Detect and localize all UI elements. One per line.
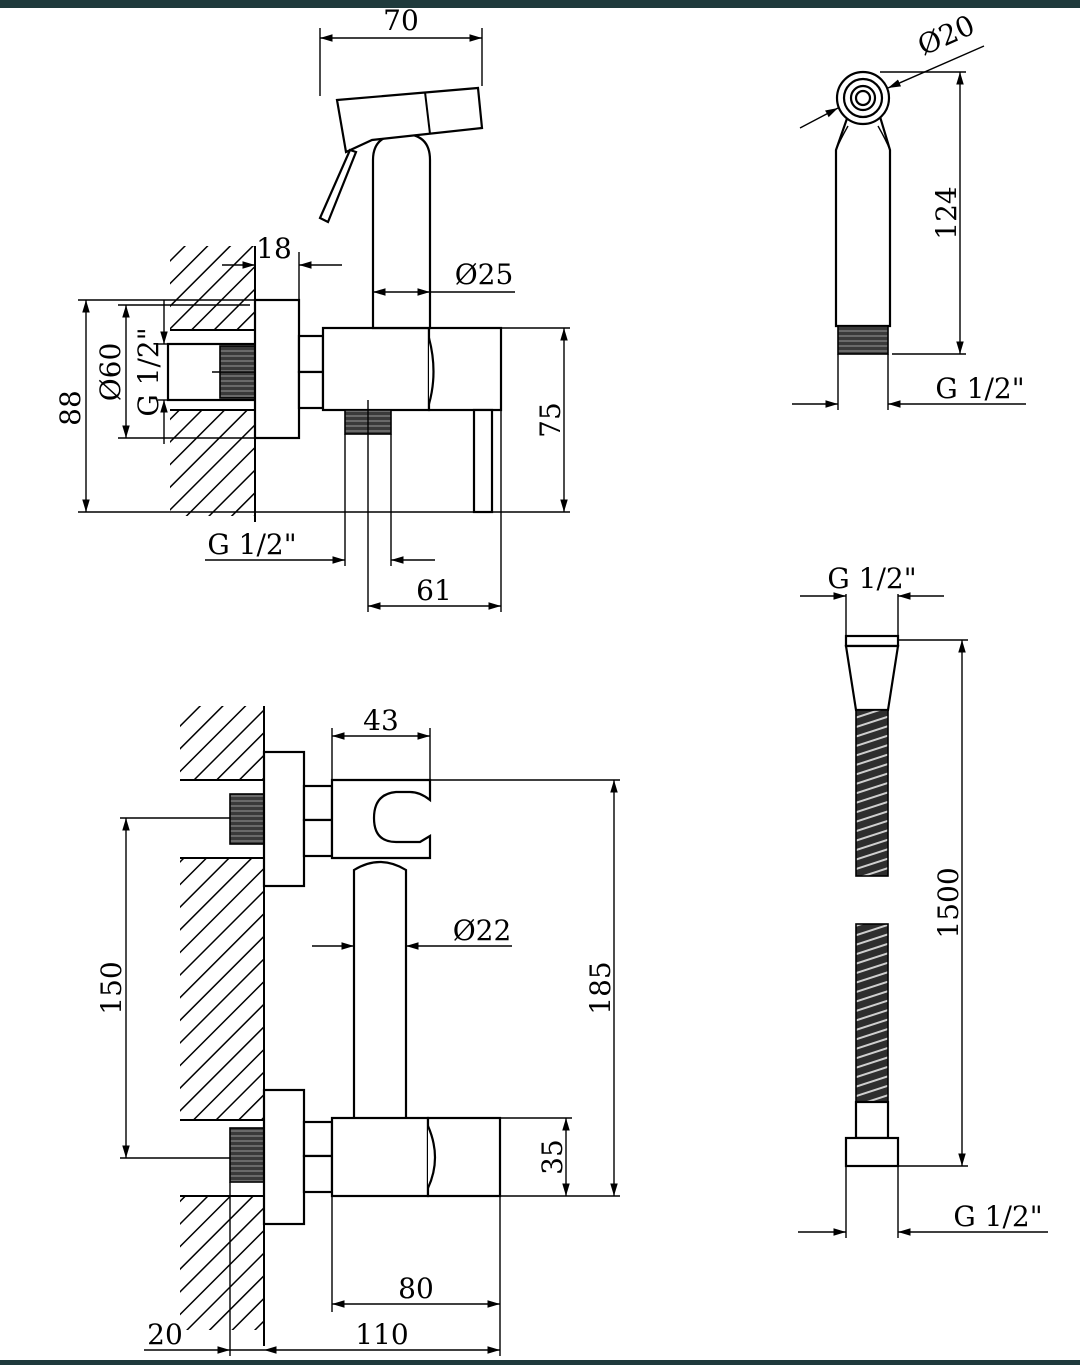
holder-bracket — [330, 778, 432, 860]
hose-upper-segment — [855, 709, 889, 877]
dim-d60: Ø60 — [94, 343, 127, 402]
handshower-view: Ø20 124 G 1/2" — [792, 8, 1026, 410]
dim-thread-bottom: G 1/2" — [207, 528, 296, 561]
dim-110: 110 — [355, 1318, 408, 1351]
hose-top-fitting — [844, 634, 900, 648]
handshower-thread — [837, 325, 889, 355]
dim-61: 61 — [416, 574, 452, 607]
mixer-side-view: 70 18 Ø25 88 Ø60 G 1/2" 75 — [54, 4, 570, 612]
dim-d22: Ø22 — [453, 914, 512, 947]
dim-handshower-thread: G 1/2" — [935, 372, 1024, 405]
handshower-lever — [318, 148, 358, 224]
dim-70: 70 — [383, 4, 419, 37]
valve-body — [321, 326, 431, 412]
wall-section-upper — [170, 246, 255, 330]
valve-handle-block — [427, 326, 503, 412]
wall-section-b — [180, 858, 264, 1120]
dim-d20: Ø20 — [913, 8, 980, 62]
lower-valve-body — [330, 1116, 430, 1198]
dim-75: 75 — [534, 402, 567, 438]
dim-124: 124 — [930, 186, 963, 239]
upper-flange — [262, 750, 306, 888]
dim-88: 88 — [54, 390, 87, 426]
dim-18: 18 — [256, 232, 292, 265]
hose-view: G 1/2" 1500 G 1/2" — [798, 562, 1048, 1238]
dim-thread-vertical: G 1/2" — [132, 327, 165, 416]
dim-185: 185 — [584, 961, 617, 1014]
lower-flange — [262, 1088, 306, 1226]
upper-wall-thread — [229, 793, 265, 845]
handshower-body-side — [371, 132, 432, 330]
dim-150: 150 — [95, 961, 128, 1014]
dim-d25: Ø25 — [455, 258, 514, 291]
dim-80: 80 — [398, 1272, 434, 1305]
dim-43: 43 — [363, 704, 399, 737]
top-frame-bar — [0, 0, 1080, 8]
wall-flange — [253, 298, 301, 440]
vertical-pipe — [352, 860, 408, 1129]
hose-lower-segment — [855, 923, 889, 1103]
lower-wall-thread — [229, 1127, 265, 1183]
dim-35: 35 — [536, 1139, 569, 1175]
handshower-head-side — [335, 86, 484, 154]
dim-1500: 1500 — [932, 867, 965, 938]
dim-20: 20 — [147, 1318, 183, 1351]
bracket-front-view: 43 Ø22 150 185 35 80 20 110 — [95, 704, 620, 1356]
handshower-body — [834, 108, 892, 328]
hose-bottom-nut — [844, 1136, 900, 1168]
hose-cone — [844, 644, 900, 712]
bottom-frame-bar — [0, 1360, 1080, 1365]
lower-handle-block — [426, 1116, 502, 1198]
wall-section-lower — [170, 410, 255, 516]
wall-section-a — [180, 706, 264, 780]
dim-hose-thread-top: G 1/2" — [827, 562, 916, 595]
wall-section-c — [180, 1196, 264, 1330]
dim-hose-thread-bottom: G 1/2" — [953, 1200, 1042, 1233]
